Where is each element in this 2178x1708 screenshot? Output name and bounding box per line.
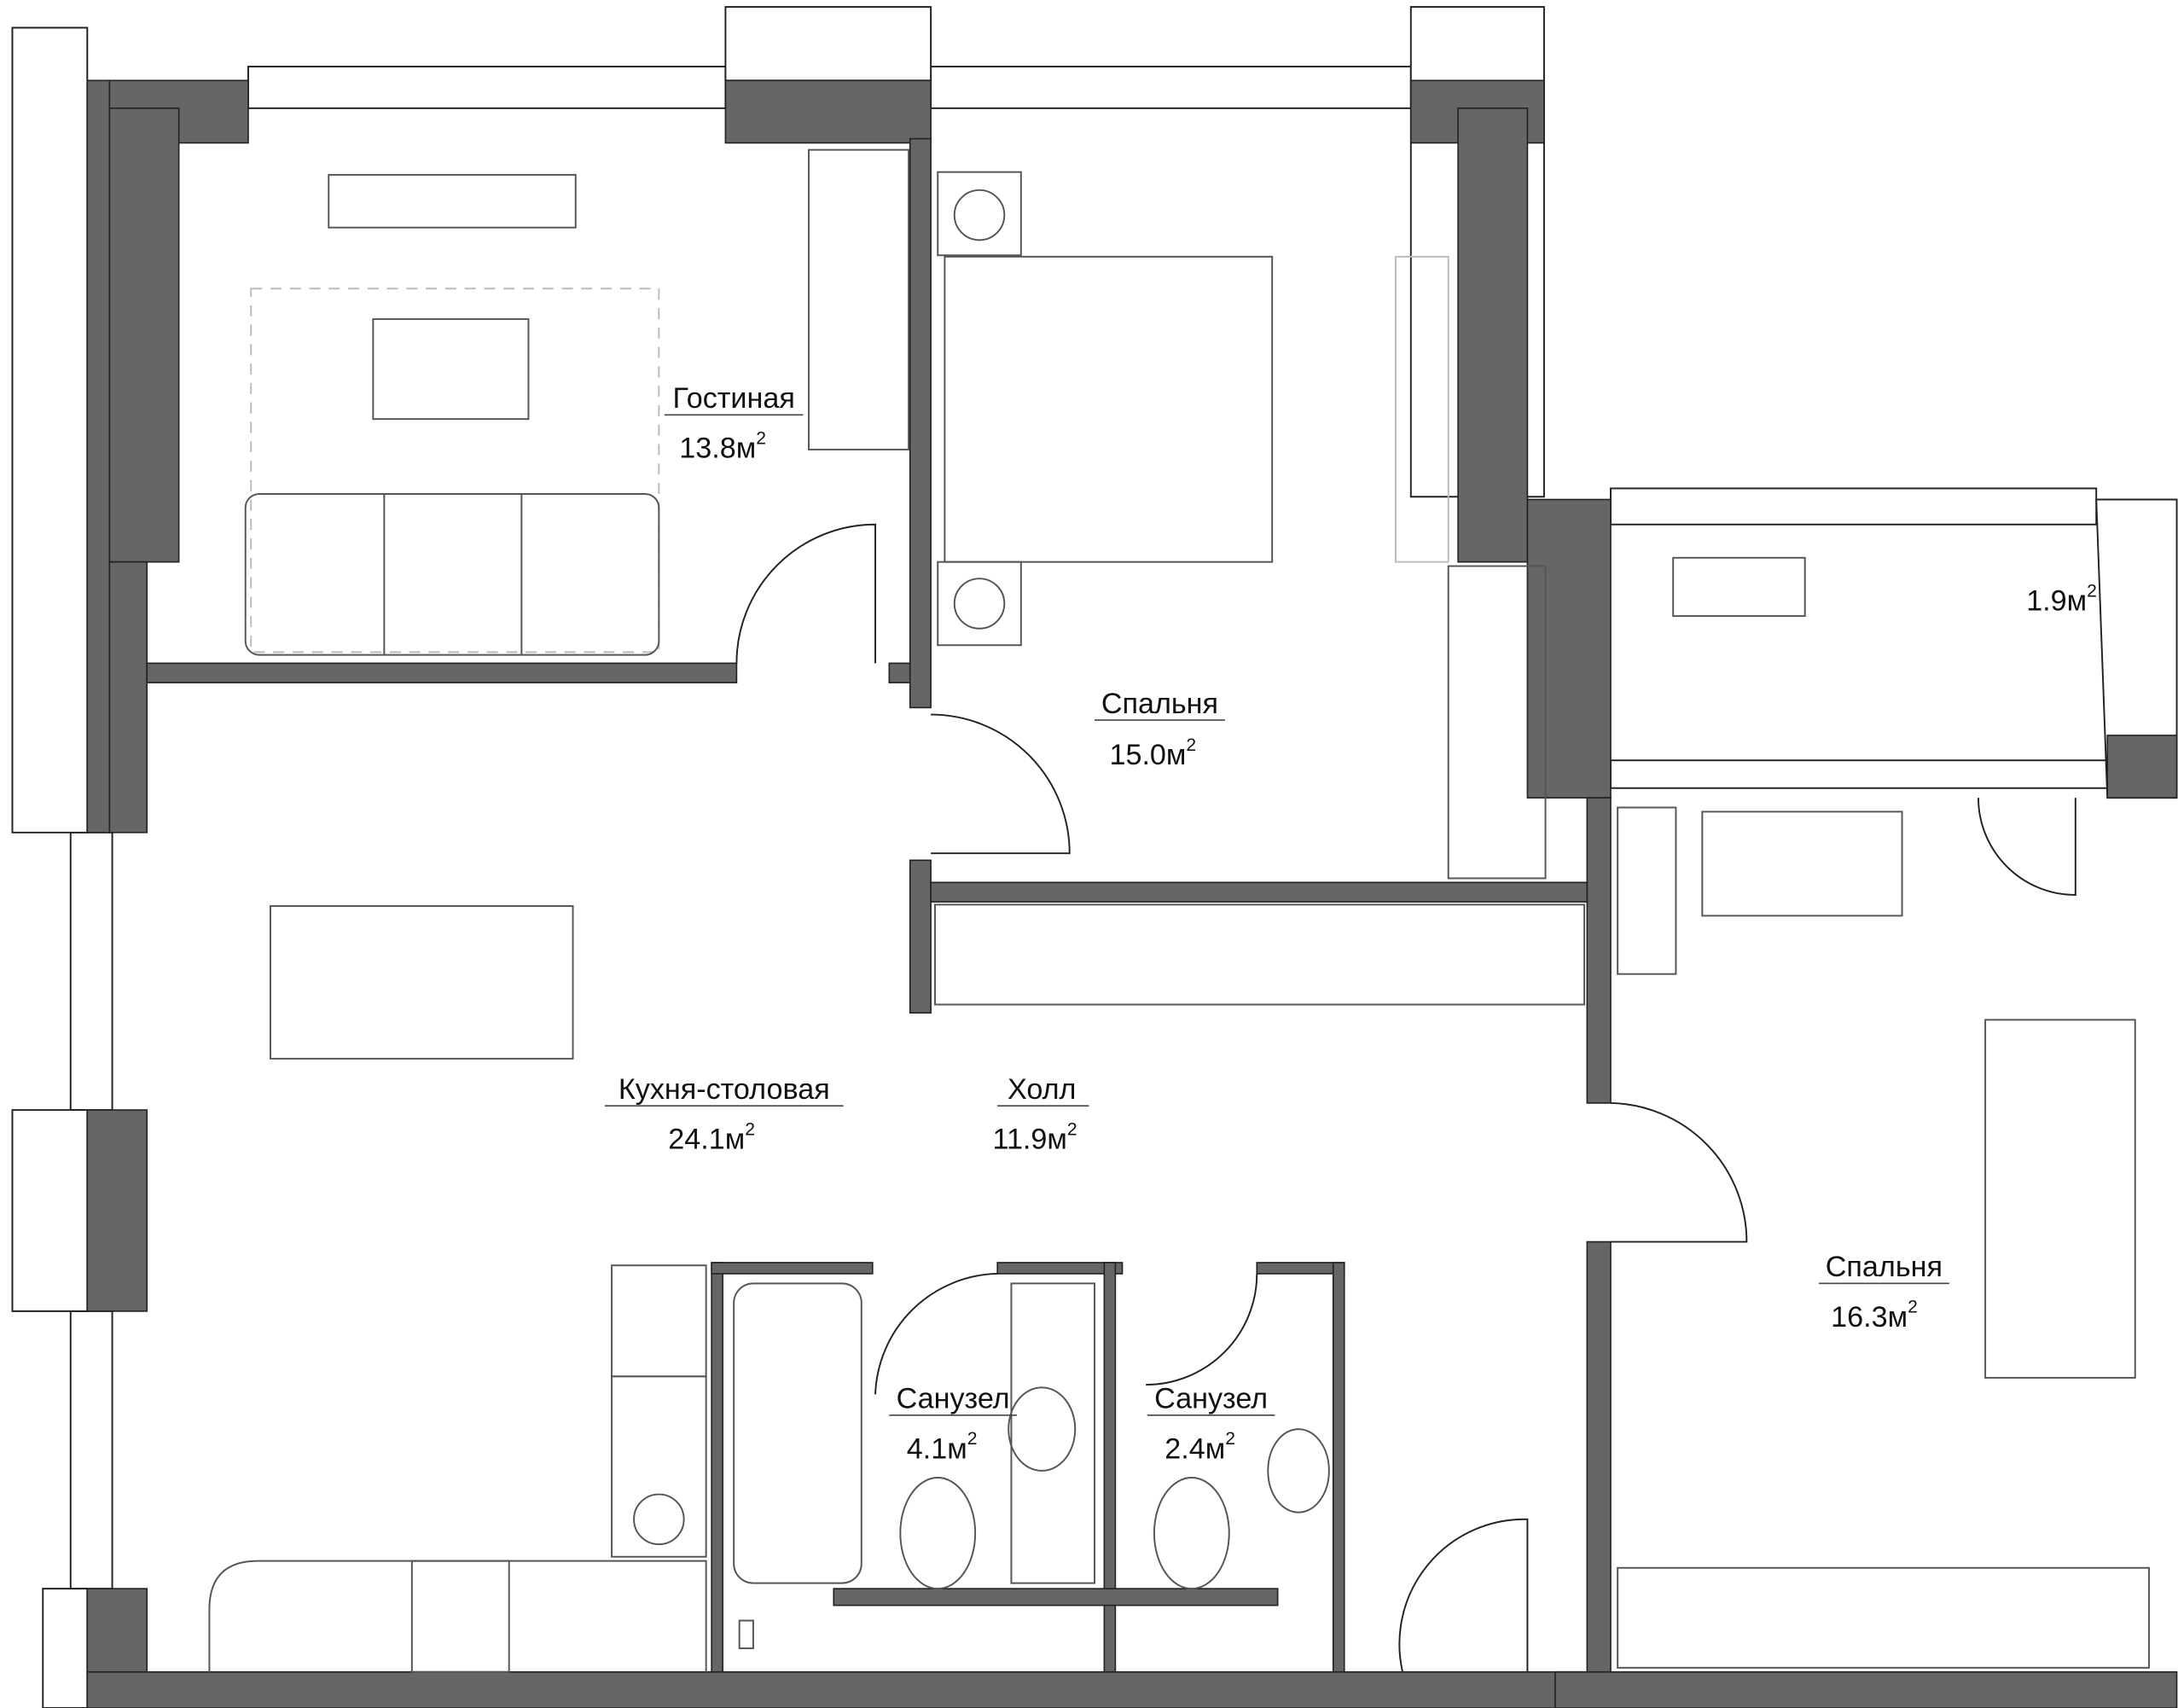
wardrobe [1617, 1566, 2150, 1669]
room-area: 16.3м [1831, 1301, 1908, 1333]
room-area: 2.4м [1165, 1432, 1225, 1465]
wardrobe [1447, 565, 1547, 880]
room-label-living: Гостиная 13.8м2 [664, 382, 804, 465]
svg-text:2.4м2: 2.4м2 [1165, 1429, 1235, 1465]
room-name: Спальня [1101, 688, 1218, 720]
room-label-balcony: 1.9м2 [2026, 581, 2097, 617]
room-name: Холл [1008, 1073, 1076, 1106]
bed [944, 255, 1274, 563]
room-name: Спальня [1826, 1251, 1943, 1283]
room-name: Кухня-столовая [619, 1073, 830, 1106]
svg-text:15.0м2: 15.0м2 [1109, 735, 1196, 771]
room-label-bedroom-2: Спальня 16.3м2 [1818, 1251, 1949, 1333]
doors [735, 523, 2076, 1672]
svg-text:24.1м2: 24.1м2 [668, 1119, 755, 1155]
sofa [244, 492, 660, 656]
room-label-bathroom-1: Санузел 4.1м2 [889, 1383, 1017, 1465]
bed [1984, 1019, 2136, 1379]
toilet [1153, 1477, 1230, 1590]
room-area: 11.9м [993, 1124, 1067, 1156]
room-area: 4.1м [907, 1432, 967, 1465]
kitchen-counter [208, 1560, 707, 1672]
coffee-table [372, 318, 530, 421]
desk [1701, 810, 1903, 917]
sink [1008, 1386, 1077, 1472]
svg-text:1.9м2: 1.9м2 [2026, 581, 2097, 617]
room-name: Санузел [897, 1383, 1010, 1415]
nightstand [937, 171, 1022, 257]
walls [86, 79, 2178, 1708]
room-name: Санузел [1154, 1383, 1268, 1415]
room-name: Гостиная [673, 382, 795, 415]
dining-table [269, 905, 574, 1060]
stove [611, 1264, 707, 1378]
wardrobe [808, 148, 910, 450]
toilet [899, 1477, 977, 1590]
bathtub [733, 1282, 862, 1584]
svg-text:4.1м2: 4.1м2 [907, 1429, 978, 1465]
svg-text:13.8м2: 13.8м2 [679, 428, 766, 464]
svg-text:11.9м2: 11.9м2 [993, 1119, 1077, 1155]
tv-unit [328, 173, 577, 229]
windows [11, 6, 2178, 1708]
room-area: 15.0м [1109, 739, 1186, 771]
room-area: 24.1м [668, 1124, 745, 1156]
sink [1267, 1428, 1330, 1513]
svg-text:16.3м2: 16.3м2 [1831, 1297, 1918, 1333]
room-area: 13.8м [679, 433, 756, 465]
room-label-bedroom-1: Спальня 15.0м2 [1095, 688, 1225, 771]
washing-machine [1010, 1282, 1095, 1584]
furniture [208, 148, 2150, 1673]
hall-wardrobe [934, 903, 1586, 1006]
room-area: 1.9м [2026, 585, 2087, 618]
room-label-kitchen: Кухня-столовая 24.1м2 [604, 1073, 844, 1156]
room-label-hall: Холл 11.9м2 [993, 1073, 1089, 1156]
room-label-bathroom-2: Санузел 2.4м2 [1147, 1383, 1275, 1465]
